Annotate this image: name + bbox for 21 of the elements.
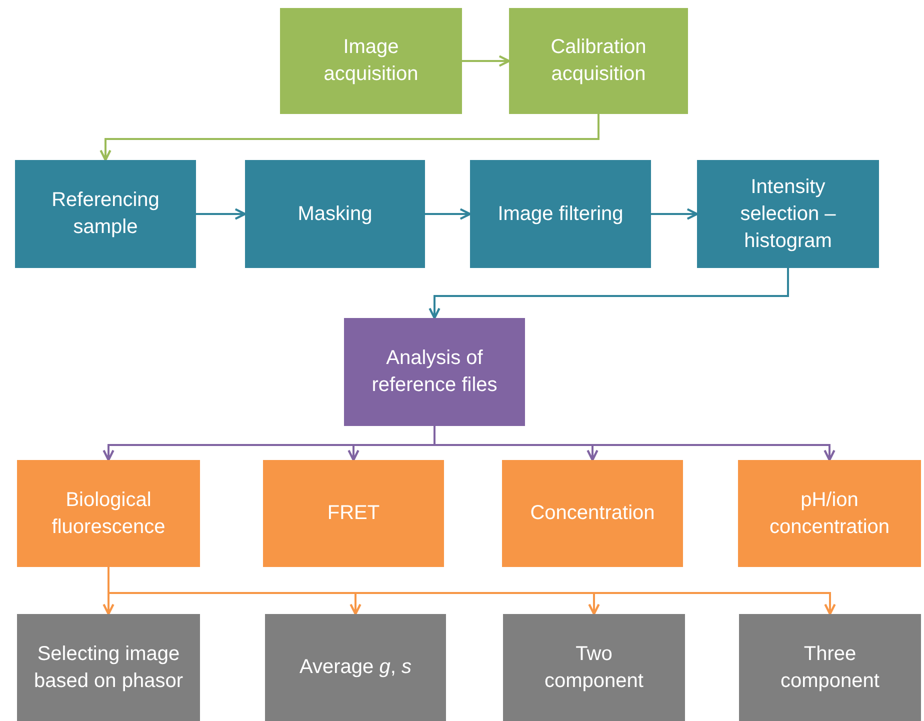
application-box: Biological fluorescence <box>17 460 200 567</box>
method-box: Selecting image based on phasor <box>17 614 200 721</box>
application-box: pH/ion concentration <box>738 460 921 567</box>
process-box: Image filtering <box>470 160 651 268</box>
arrow <box>651 208 698 220</box>
method-box: Three component <box>739 614 921 721</box>
arrow <box>196 208 246 220</box>
process-box: Referencing sample <box>15 160 196 268</box>
arrow <box>425 208 472 220</box>
arrow <box>100 114 600 162</box>
method-box: Two component <box>503 614 685 721</box>
acquisition-box: Image acquisition <box>280 8 462 114</box>
application-box: Concentration <box>502 460 683 567</box>
arrow <box>462 55 510 67</box>
acquisition-box: Calibration acquisition <box>509 8 688 114</box>
application-box: FRET <box>263 460 444 567</box>
method-box: Average g, s <box>265 614 446 721</box>
process-box: Masking <box>245 160 425 268</box>
process-box: Intensity selection – histogram <box>697 160 879 268</box>
arrow <box>428 268 789 320</box>
analysis-box: Analysis of reference files <box>344 318 525 426</box>
